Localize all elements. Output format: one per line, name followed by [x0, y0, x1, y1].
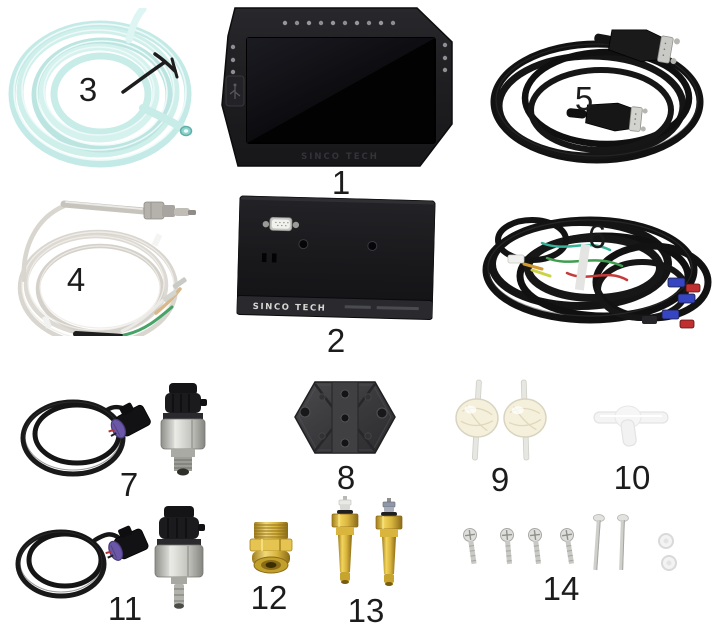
- part-inline-filters: [448, 378, 560, 470]
- egt-probe: [60, 200, 196, 220]
- cable-tie: [151, 233, 163, 247]
- part-11-number-label: 11: [107, 590, 143, 627]
- part-mounting-bracket: [286, 372, 410, 468]
- part-9-number-label: 9: [490, 461, 510, 498]
- part-pressure-sensor-kit-barb: [15, 500, 227, 612]
- display-brand-text: SINCO TECH: [301, 152, 379, 162]
- temp-sensor-2: [375, 498, 403, 586]
- part-pressure-sensor-kit: [15, 376, 227, 498]
- wire-terminal: [162, 290, 177, 302]
- led-column-right: [442, 42, 448, 73]
- adapter-bore: [265, 562, 277, 568]
- box-brand-text: SINCO TECH: [253, 302, 327, 314]
- clear-caps: [658, 533, 677, 571]
- cable-tie: [42, 315, 52, 329]
- bracket-art: [294, 381, 396, 454]
- part-6-number-label: 6: [587, 218, 607, 255]
- part-7-number-label: 7: [119, 466, 139, 503]
- box-top-face: [236, 194, 437, 306]
- tee-art: [593, 405, 669, 447]
- box-front-edge: [236, 294, 434, 320]
- bracket-hole: [340, 389, 350, 399]
- db9-plug-middle: [566, 102, 648, 132]
- tube-bore: [183, 129, 189, 133]
- filters-art: [455, 379, 547, 461]
- vent-slot: [271, 253, 277, 263]
- dash-display-art: SINCO TECH: [221, 7, 453, 167]
- box-top-highlight: [240, 196, 435, 205]
- part-wiring-harness: [472, 198, 718, 334]
- brass-adapter-art: [249, 522, 293, 574]
- part-screw-set: [448, 505, 716, 575]
- adapter-hex: [249, 538, 293, 552]
- pressure-sensor-body: [160, 383, 207, 476]
- part-tee-fitting: [588, 402, 692, 450]
- tubing-art: [8, 5, 193, 168]
- db9-connector: [262, 216, 300, 232]
- vent-slot: [261, 253, 267, 263]
- harness-colored-wires: [522, 241, 629, 282]
- harness-end-connectors: [642, 277, 701, 329]
- db9-cable-art: [490, 29, 704, 164]
- part-4-number-label: 4: [66, 261, 86, 298]
- part-2-number-label: 2: [326, 322, 346, 359]
- part-egt-sensor: [6, 188, 218, 347]
- pan-head-screws: [463, 528, 575, 565]
- part-db9-cable: [485, 16, 720, 168]
- bracket-hole: [340, 438, 350, 448]
- long-pins: [592, 514, 629, 571]
- pressure-kit-barb-art: [15, 506, 205, 609]
- part-5-number-label: 5: [574, 80, 594, 117]
- bracket-side-hole: [299, 406, 311, 418]
- part-10-number-label: 10: [613, 459, 651, 496]
- part-12-number-label: 12: [250, 579, 288, 616]
- usb-port-cover: [225, 75, 245, 107]
- filter-2: [503, 379, 547, 461]
- part-tubing-coil: [5, 5, 210, 172]
- screw-hole-right: [367, 240, 378, 251]
- sensor-connector-plug: [105, 525, 149, 561]
- screen-reflection: [247, 38, 435, 143]
- tube-clip: [121, 52, 179, 94]
- part-dash-display: SINCO TECH: [214, 6, 462, 168]
- temp-sensor-1: [331, 496, 359, 584]
- part-brass-adapter: [244, 520, 308, 576]
- bracket-side-hole: [376, 407, 388, 419]
- filter-1: [455, 379, 499, 461]
- part-8-number-label: 8: [336, 459, 356, 496]
- part-14-number-label: 14: [542, 570, 580, 607]
- led-column-left: [230, 44, 236, 75]
- small-white-connector: [507, 254, 525, 264]
- wire-terminal: [172, 277, 187, 289]
- control-box-art: SINCO TECH: [236, 194, 437, 320]
- db9-plug-top: [594, 29, 680, 65]
- box-fine-print: [376, 306, 419, 311]
- tee-stem: [620, 419, 637, 447]
- harness-art: [482, 216, 712, 329]
- temp-sensors-art: [331, 496, 403, 586]
- part-3-number-label: 3: [78, 71, 98, 108]
- led-row: [282, 20, 396, 26]
- bracket-hole: [340, 413, 350, 423]
- box-fine-print: [344, 305, 371, 309]
- part-control-box: SINCO TECH: [236, 194, 437, 320]
- egt-art: [17, 200, 196, 347]
- part-13-number-label: 13: [347, 592, 385, 627]
- part-1-number-label: 1: [331, 164, 351, 201]
- screw-hole-left: [298, 239, 309, 250]
- harness-tie-wrap: [574, 243, 591, 291]
- sensor-connector-plug: [108, 402, 151, 439]
- part-temperature-sensors: [323, 496, 413, 590]
- pressure-kit-art: [20, 383, 207, 477]
- pressure-sensor-barb-body: [154, 506, 205, 609]
- screws-art: [463, 514, 677, 571]
